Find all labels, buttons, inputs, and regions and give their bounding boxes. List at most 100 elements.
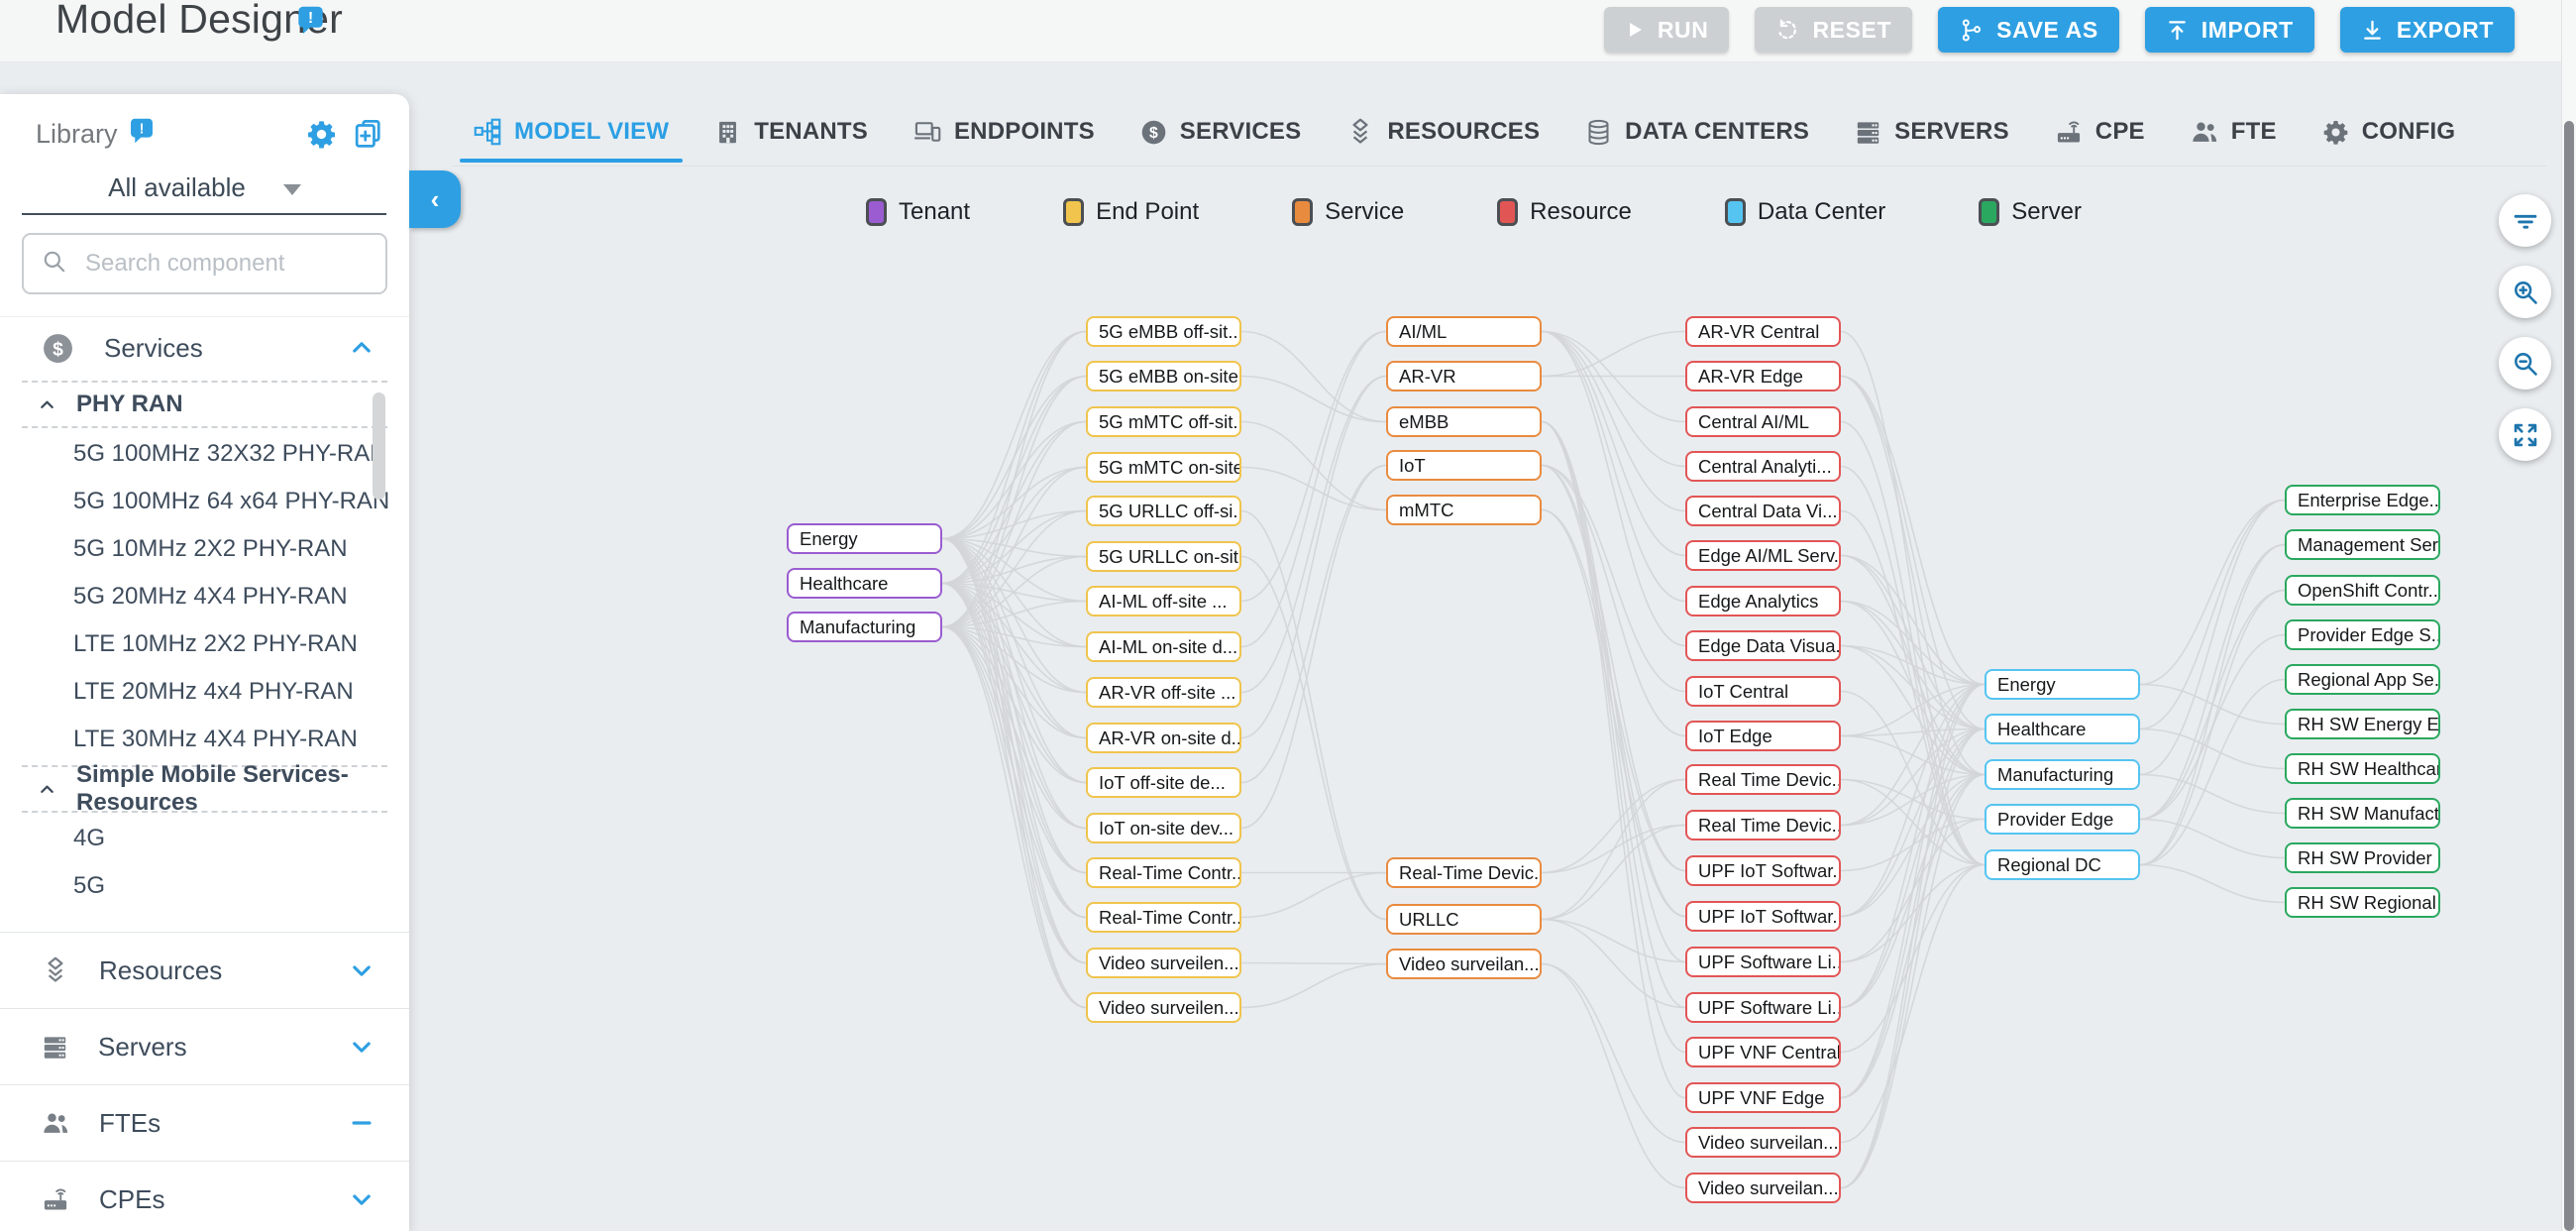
filter-button[interactable] [2499, 194, 2551, 247]
node-resources-real-time-devic[interactable]: Real Time Devic... [1685, 810, 1841, 840]
component-item-5g-100mhz-64-x64-phy-ran[interactable]: 5G 100MHz 64 x64 PHY-RAN [73, 488, 390, 514]
node-datacenters-healthcare[interactable]: Healthcare [1985, 714, 2140, 744]
node-tenants-healthcare[interactable]: Healthcare [787, 568, 942, 599]
node-resources-upf-iot-softwar[interactable]: UPF IoT Softwar... [1685, 855, 1841, 886]
tab-model-view[interactable]: MODEL VIEW [459, 118, 684, 163]
component-item-5g-100mhz-32x32-phy-ran[interactable]: 5G 100MHz 32X32 PHY-RAN [73, 440, 387, 467]
node-resources-central-ai-ml[interactable]: Central AI/ML [1685, 406, 1841, 437]
node-servers-management-serv[interactable]: Management Serv... [2285, 529, 2440, 560]
node-servers-rh-sw-manufactu[interactable]: RH SW Manufactu... [2285, 798, 2440, 829]
node-services-iot[interactable]: IoT [1386, 450, 1542, 481]
tab-data-centers[interactable]: DATA CENTERS [1585, 118, 1809, 146]
node-resources-ar-vr-edge[interactable]: AR-VR Edge [1685, 361, 1841, 392]
page-scrollbar[interactable] [2561, 0, 2576, 1231]
node-servers-rh-sw-energy-ed[interactable]: RH SW Energy Ed... [2285, 709, 2440, 739]
tab-services[interactable]: $SERVICES [1140, 118, 1302, 146]
node-endpoints-video-surveilen[interactable]: Video surveilen... [1086, 992, 1241, 1023]
node-tenants-energy[interactable]: Energy [787, 523, 942, 554]
node-endpoints-ai-ml-on-site-d[interactable]: AI-ML on-site d... [1086, 631, 1241, 662]
node-services-real-time-devic[interactable]: Real-Time Devic... [1386, 857, 1542, 888]
node-endpoints-5g-embb-on-site[interactable]: 5G eMBB on-site... [1086, 361, 1241, 392]
tab-config[interactable]: CONFIG [2322, 118, 2456, 146]
tab-fte[interactable]: FTE [2191, 118, 2277, 146]
node-servers-rh-sw-healthcar[interactable]: RH SW Healthcar... [2285, 753, 2440, 784]
node-endpoints-5g-embb-off-sit[interactable]: 5G eMBB off-sit... [1086, 316, 1241, 347]
node-servers-rh-sw-provider[interactable]: RH SW Provider ... [2285, 842, 2440, 873]
node-endpoints-ai-ml-off-site[interactable]: AI-ML off-site ... [1086, 586, 1241, 616]
node-resources-real-time-devic[interactable]: Real Time Devic... [1685, 764, 1841, 795]
notification-badge-icon[interactable]: ! [297, 6, 324, 41]
component-item-5g-20mhz-4x4-phy-ran[interactable]: 5G 20MHz 4X4 PHY-RAN [73, 583, 348, 610]
node-endpoints-5g-mmtc-off-sit[interactable]: 5G mMTC off-sit... [1086, 406, 1241, 437]
tab-endpoints[interactable]: ENDPOINTS [913, 118, 1095, 146]
node-services-mmtc[interactable]: mMTC [1386, 495, 1542, 525]
node-endpoints-5g-urllc-off-si[interactable]: 5G URLLC off-si... [1086, 496, 1241, 526]
node-services-ai-ml[interactable]: AI/ML [1386, 316, 1542, 347]
node-resources-upf-vnf-edge[interactable]: UPF VNF Edge [1685, 1082, 1841, 1113]
node-services-video-surveilan[interactable]: Video surveilan... [1386, 949, 1542, 979]
import-button[interactable]: IMPORT [2144, 7, 2314, 53]
node-datacenters-regional-dc[interactable]: Regional DC [1985, 849, 2140, 880]
export-button[interactable]: EXPORT [2339, 7, 2515, 53]
component-group-phy-ran[interactable]: PHY RAN [0, 385, 409, 424]
node-resources-central-data-vi[interactable]: Central Data Vi... [1685, 496, 1841, 526]
node-endpoints-ar-vr-off-site[interactable]: AR-VR off-site ... [1086, 677, 1241, 708]
minus-icon[interactable] [350, 1111, 374, 1135]
node-datacenters-energy[interactable]: Energy [1985, 669, 2140, 700]
sidebar-section-resources[interactable]: Resources [0, 932, 409, 1008]
tab-resources[interactable]: RESOURCES [1346, 118, 1540, 146]
page-scrollbar-thumb[interactable] [2564, 121, 2574, 1231]
node-datacenters-provider-edge[interactable]: Provider Edge [1985, 804, 2140, 835]
node-resources-edge-ai-ml-serv[interactable]: Edge AI/ML Serv... [1685, 540, 1841, 571]
tab-servers[interactable]: SERVERS [1855, 118, 2009, 146]
sidebar-section-services[interactable]: $ Services [0, 317, 409, 379]
component-item-5g-10mhz-2x2-phy-ran[interactable]: 5G 10MHz 2X2 PHY-RAN [73, 535, 348, 562]
library-filter-dropdown[interactable]: All available [0, 168, 409, 215]
search-input[interactable] [83, 249, 365, 279]
node-resources-iot-central[interactable]: IoT Central [1685, 676, 1841, 707]
services-scrollbar-thumb[interactable] [373, 392, 385, 500]
node-endpoints-5g-urllc-on-sit[interactable]: 5G URLLC on-sit... [1086, 541, 1241, 572]
node-resources-upf-iot-softwar[interactable]: UPF IoT Softwar... [1685, 901, 1841, 932]
node-resources-video-surveilan[interactable]: Video surveilan... [1685, 1173, 1841, 1203]
sidebar-section-cpes[interactable]: CPEs [0, 1161, 409, 1231]
fullscreen-button[interactable] [2499, 408, 2551, 461]
node-servers-enterprise-edge[interactable]: Enterprise Edge... [2285, 485, 2440, 515]
run-button[interactable]: RUN [1603, 7, 1730, 53]
zoom-out-button[interactable] [2499, 337, 2551, 390]
sidebar-collapse-button[interactable]: ‹ [409, 170, 461, 228]
node-resources-central-analyti[interactable]: Central Analyti... [1685, 451, 1841, 482]
sidebar-section-servers[interactable]: Servers [0, 1008, 409, 1084]
tab-cpe[interactable]: CPE [2055, 118, 2145, 146]
node-servers-openshift-contr[interactable]: OpenShift Contr... [2285, 575, 2440, 606]
zoom-in-button[interactable] [2499, 266, 2551, 318]
node-resources-edge-analytics[interactable]: Edge Analytics [1685, 586, 1841, 616]
node-endpoints-5g-mmtc-on-site[interactable]: 5G mMTC on-site... [1086, 452, 1241, 483]
node-servers-provider-edge-s[interactable]: Provider Edge S... [2285, 619, 2440, 650]
component-item-lte-10mhz-2x2-phy-ran[interactable]: LTE 10MHz 2X2 PHY-RAN [73, 630, 358, 657]
library-settings-gear-icon[interactable] [306, 119, 337, 150]
library-info-badge-icon[interactable]: ! [130, 118, 154, 150]
chevron-up-icon[interactable] [350, 336, 374, 360]
chevron-down-icon[interactable] [350, 1187, 374, 1211]
add-component-icon[interactable] [353, 119, 383, 150]
node-services-urllc[interactable]: URLLC [1386, 904, 1542, 935]
node-endpoints-iot-off-site-de[interactable]: IoT off-site de... [1086, 767, 1241, 798]
node-endpoints-real-time-contr[interactable]: Real-Time Contr... [1086, 857, 1241, 888]
node-tenants-manufacturing[interactable]: Manufacturing [787, 612, 942, 642]
node-datacenters-manufacturing[interactable]: Manufacturing [1985, 759, 2140, 790]
node-servers-regional-app-se[interactable]: Regional App Se... [2285, 664, 2440, 695]
node-resources-upf-software-li[interactable]: UPF Software Li... [1685, 992, 1841, 1023]
save-as-button[interactable]: SAVE AS [1938, 7, 2119, 53]
node-endpoints-real-time-contr[interactable]: Real-Time Contr... [1086, 902, 1241, 933]
reset-button[interactable]: RESET [1755, 7, 1913, 53]
node-resources-edge-data-visua[interactable]: Edge Data Visua... [1685, 630, 1841, 661]
sidebar-section-ftes[interactable]: FTEs [0, 1084, 409, 1161]
node-resources-upf-software-li[interactable]: UPF Software Li... [1685, 947, 1841, 977]
component-group-simple-mobile-services-resources[interactable]: Simple Mobile Services-Resources [0, 761, 409, 816]
node-endpoints-video-surveilen[interactable]: Video surveilen... [1086, 948, 1241, 978]
node-endpoints-iot-on-site-dev[interactable]: IoT on-site dev... [1086, 813, 1241, 843]
node-servers-rh-sw-regional[interactable]: RH SW Regional [2285, 887, 2440, 918]
node-endpoints-ar-vr-on-site-d[interactable]: AR-VR on-site d... [1086, 723, 1241, 753]
node-resources-ar-vr-central[interactable]: AR-VR Central [1685, 316, 1841, 347]
